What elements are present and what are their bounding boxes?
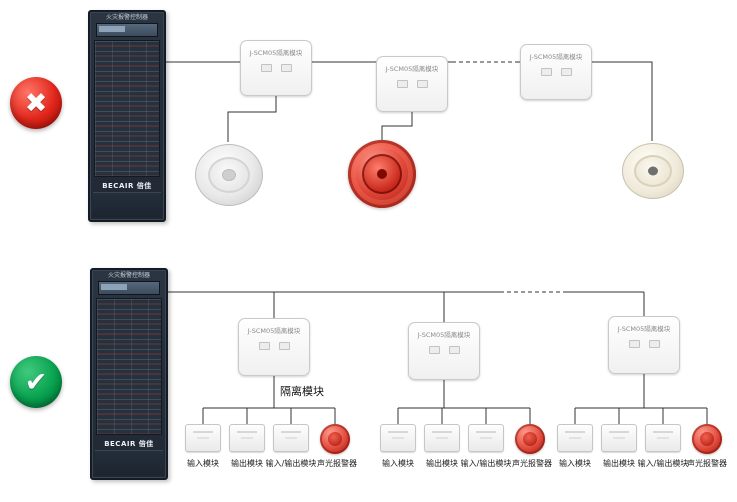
device-label-io: 输入/输出模块 xyxy=(265,459,317,468)
isolation-module-top-2: J-SCM05隔离模块 xyxy=(376,56,448,112)
detector-core xyxy=(222,169,236,181)
device-label-io: 输入/输出模块 xyxy=(637,459,689,468)
isolation-module-label: J-SCM05隔离模块 xyxy=(529,53,583,61)
device-label-output: 输出模块 xyxy=(603,459,635,468)
input-module-box xyxy=(380,424,416,452)
panel-brand: BECAIR 倍佳 xyxy=(104,440,154,448)
isolation-module-bottom-2: J-SCM05隔离模块 xyxy=(408,322,480,380)
panel-title: 火灾报警控制器 xyxy=(107,272,150,279)
isolation-module-bottom-3: J-SCM05隔离模块 xyxy=(608,316,680,374)
device-label-output: 输出模块 xyxy=(426,459,458,468)
panel-module-grid xyxy=(94,40,160,177)
input-module-box xyxy=(185,424,221,452)
correct-mark-symbol: ✔ xyxy=(24,366,48,398)
wire-top-drop-sounder xyxy=(381,112,413,141)
wrong-mark-icon: ✖ xyxy=(10,77,62,129)
sound-light-alarm-small xyxy=(515,424,545,454)
panel-door xyxy=(95,450,163,475)
isolation-module-label: J-SCM05隔离模块 xyxy=(417,331,471,339)
correct-mark-icon: ✔ xyxy=(10,356,62,408)
device-label-sounder: 声光报警器 xyxy=(512,459,552,468)
panel-module-grid xyxy=(96,298,162,435)
io-module-box xyxy=(645,424,681,452)
isolation-module-top-3: J-SCM05隔离模块 xyxy=(520,44,592,100)
module-indicator-leds xyxy=(609,340,679,348)
io-module-box xyxy=(273,424,309,452)
isolation-module-annotation: 隔离模块 xyxy=(280,385,324,398)
device-label-input: 输入模块 xyxy=(187,459,219,468)
input-module-box xyxy=(557,424,593,452)
isolation-module-label: J-SCM05隔离模块 xyxy=(247,327,301,335)
smoke-detector-2 xyxy=(622,143,684,199)
module-indicator-leds xyxy=(241,64,311,72)
module-indicator-leds xyxy=(377,80,447,88)
isolation-module-label: J-SCM05隔离模块 xyxy=(249,49,303,57)
fire-alarm-control-panel-bottom: 火灾报警控制器 BECAIR 倍佳 xyxy=(90,268,168,480)
sound-light-alarm-small xyxy=(692,424,722,454)
module-indicator-leds xyxy=(521,68,591,76)
device-label-input: 输入模块 xyxy=(559,459,591,468)
wire-group1-bus xyxy=(202,376,336,424)
alarm-center-dot xyxy=(377,169,387,179)
module-indicator-leds xyxy=(239,342,309,350)
detector-core xyxy=(648,166,658,176)
device-label-output: 输出模块 xyxy=(231,459,263,468)
isolation-module-label: J-SCM05隔离模块 xyxy=(617,325,671,333)
isolation-module-bottom-1: J-SCM05隔离模块 xyxy=(238,318,310,376)
device-label-input: 输入模块 xyxy=(382,459,414,468)
panel-brand: BECAIR 倍佳 xyxy=(102,182,152,190)
io-module-box xyxy=(468,424,504,452)
wire-group3-bus xyxy=(574,374,708,424)
isolation-module-top-1: J-SCM05隔离模块 xyxy=(240,40,312,96)
panel-display xyxy=(98,281,160,295)
detector-ring xyxy=(208,157,250,193)
wire-group2-bus xyxy=(397,380,531,424)
output-module-box xyxy=(229,424,265,452)
device-label-sounder: 声光报警器 xyxy=(317,459,357,468)
device-label-sounder: 声光报警器 xyxy=(687,459,727,468)
panel-title: 火灾报警控制器 xyxy=(105,14,148,21)
sound-light-alarm-small xyxy=(320,424,350,454)
panel-door xyxy=(93,192,161,217)
sound-light-alarm-large xyxy=(348,140,416,208)
output-module-box xyxy=(601,424,637,452)
fire-alarm-control-panel-top: 火灾报警控制器 BECAIR 倍佳 xyxy=(88,10,166,222)
smoke-detector-1 xyxy=(195,144,263,206)
device-label-io: 输入/输出模块 xyxy=(460,459,512,468)
isolation-module-label: J-SCM05隔离模块 xyxy=(385,65,439,73)
wire-top-drop-detector1 xyxy=(227,96,277,142)
wrong-mark-symbol: ✖ xyxy=(24,87,48,119)
module-indicator-leds xyxy=(409,346,479,354)
panel-display xyxy=(96,23,158,37)
output-module-box xyxy=(424,424,460,452)
